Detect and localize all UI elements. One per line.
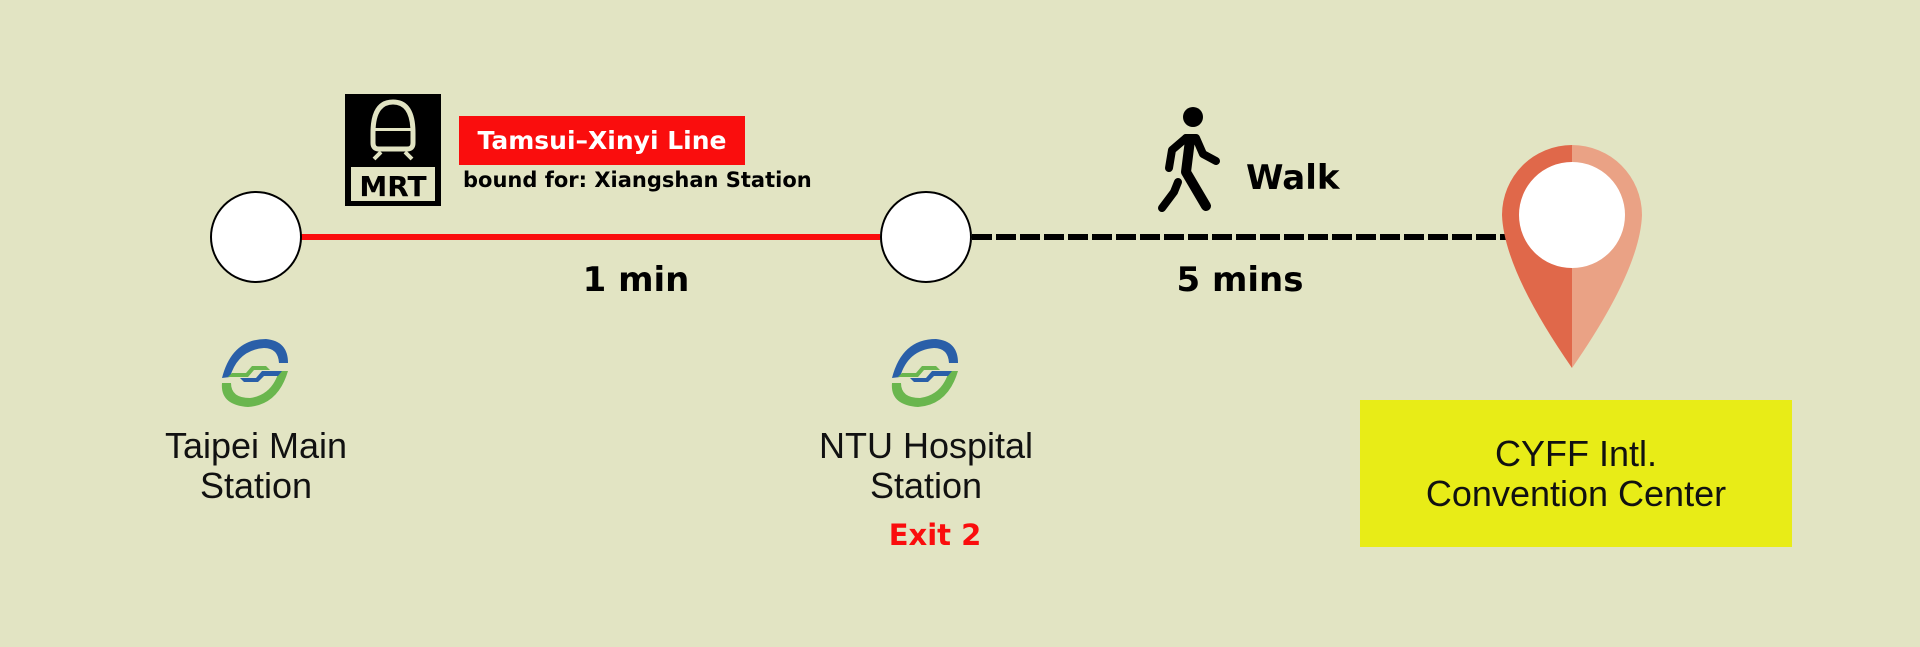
station-name-line2: Station <box>199 465 313 506</box>
bound-for-text: bound for: Xiangshan Station <box>463 168 812 192</box>
station-label-ntu-hospital: NTU Hospital Station <box>776 426 1076 506</box>
station-name-line1: Taipei Main <box>164 425 348 466</box>
mrt-label: MRT <box>359 170 426 203</box>
station-name-line2: Station <box>869 465 983 506</box>
walk-label: Walk <box>1246 158 1340 198</box>
location-pin-icon <box>1502 145 1642 368</box>
metro-logo-icon <box>891 339 958 407</box>
destination-line2: Convention Center <box>1425 472 1727 514</box>
line-name-badge: Tamsui–Xinyi Line <box>459 116 745 165</box>
destination-box: CYFF Intl. Convention Center <box>1360 400 1792 547</box>
station-node-ntu-hospital <box>880 191 972 283</box>
station-label-taipei-main: Taipei Main Station <box>106 426 406 506</box>
mrt-train-icon: MRT <box>345 94 441 206</box>
ride-duration: 1 min <box>582 260 690 300</box>
exit-label: Exit 2 <box>888 518 982 552</box>
station-node-taipei-main <box>210 191 302 283</box>
destination-line1: CYFF Intl. <box>1494 432 1658 474</box>
walk-duration: 5 mins <box>1176 260 1304 300</box>
walking-person-icon <box>1158 107 1220 212</box>
station-name-line1: NTU Hospital <box>818 425 1034 466</box>
metro-logo-icon <box>221 339 288 407</box>
